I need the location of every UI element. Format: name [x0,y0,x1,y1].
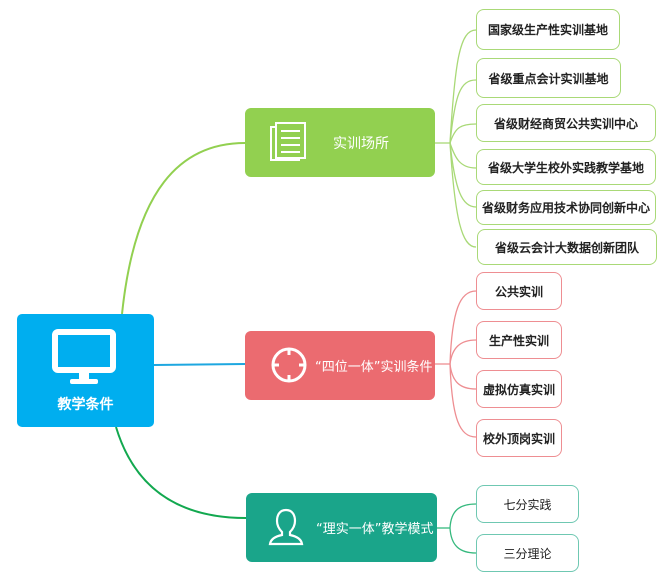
leaf-node[interactable]: 省级大学生校外实践教学基地 [476,149,656,185]
link-b2-leaf-1 [449,527,477,554]
leaf-node[interactable]: 三分理论 [476,534,579,572]
document-icon [270,122,306,161]
link-b0-leaf-5 [449,142,477,248]
link-b1-leaf-3 [449,363,477,438]
leaf-node[interactable]: 省级财经商贸公共实训中心 [476,104,656,142]
branch-label: “理实一体”教学模式 [316,522,434,537]
branch-four-in-one[interactable]: “四位一体”实训条件 [245,331,435,400]
person-icon [268,508,304,546]
link-root-branch-2 [115,426,247,519]
leaf-node[interactable]: 公共实训 [476,272,562,310]
leaf-node[interactable]: 生产性实训 [476,321,562,359]
link-b0-leaf-1 [449,79,477,144]
branch-label: 实训场所 [333,135,389,152]
branch-theory-practice[interactable]: “理实一体”教学模式 [246,493,437,562]
leaf-node[interactable]: 七分实践 [476,485,579,523]
link-b0-leaf-3 [449,142,477,169]
link-b1-leaf-0 [449,290,477,365]
leaf-node[interactable]: 省级重点会计实训基地 [476,58,621,98]
link-b0-leaf-2 [449,123,477,144]
leaf-node[interactable]: 虚拟仿真实训 [476,370,562,408]
link-root-branch-1 [153,363,246,366]
root-label: 教学条件 [57,397,114,413]
link-b1-leaf-1 [449,339,477,365]
link-root-branch-0 [121,142,246,315]
leaf-node[interactable]: 省级财务应用技术协同创新中心 [476,190,656,225]
root-node[interactable]: 教学条件 [17,314,154,427]
leaf-node[interactable]: 校外顶岗实训 [476,419,562,457]
link-b0-leaf-0 [449,29,477,144]
link-b1-leaf-2 [449,363,477,390]
leaf-node[interactable]: 国家级生产性实训基地 [476,9,620,50]
leaf-node[interactable]: 省级云会计大数据创新团队 [477,229,657,265]
branch-label: “四位一体”实训条件 [315,360,433,375]
monitor-icon [52,329,116,384]
branch-training-sites[interactable]: 实训场所 [245,108,435,177]
target-icon [271,347,307,383]
link-b2-leaf-0 [449,503,477,529]
